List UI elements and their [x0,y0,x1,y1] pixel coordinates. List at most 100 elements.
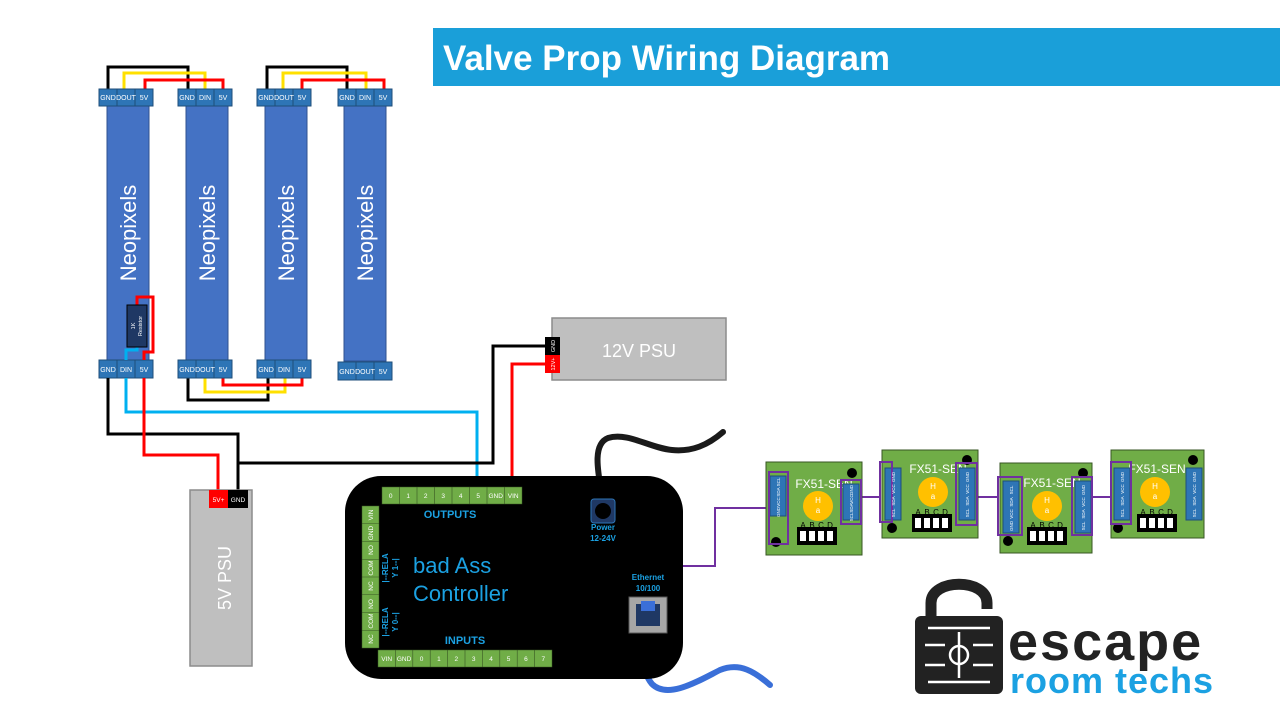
output-pin: 1 [406,493,410,500]
sensor-pin: SDA [849,503,854,512]
power-voltage: 12-24V [590,534,616,543]
sensor-wires [683,496,1111,567]
sensor-pin: SDA [1081,509,1086,518]
pin-label: DIN [120,367,132,374]
dip-label: B [924,508,929,517]
bottom-wires [186,378,304,402]
logo-line1: escape [1008,612,1203,672]
sensor-pin: VCC [1081,497,1086,507]
psu-12v-label: 12V PSU [602,341,676,361]
wire-black-bottom-1 [186,378,270,402]
pin-label: GND [258,367,274,374]
controller: 0 1 2 3 4 5 GND VIN OUTPUTS VIN GND NO C… [345,476,683,679]
strip-2: Neopixels [185,104,229,362]
dip-switches [1030,531,1063,541]
output-pin: 2 [424,493,428,500]
dip-label: B [1039,521,1044,530]
relay-1-label: |--RELA [381,553,390,583]
pin-label: DOUT [195,367,216,374]
dip-label: B [809,521,814,530]
pin-label: GND [100,367,116,374]
sensor-pin: VCC [965,484,970,494]
output-pin-dividers [399,487,505,504]
side-pin: NC [368,581,375,591]
pin-label: 5V+ [213,497,225,504]
ethernet-label: Ethernet [632,573,665,582]
input-pin: 5 [507,656,511,663]
sensor-pin: GND [1192,471,1197,482]
input-terminals: VIN GND 0 1 2 3 4 5 6 7 [377,649,553,668]
side-pin: NO [368,545,375,555]
dip-labels: A B C D [1140,508,1173,517]
dip-labels: A B C D [915,508,948,517]
sensor-label: FX51-SEN [1023,476,1080,490]
sensor-pin: VCC [1120,484,1125,494]
sensor-right-pins: GND VCC SDA SCL [849,484,854,521]
psu-5v-label: 5V PSU [215,546,235,610]
chip-label: a [1045,506,1050,515]
strip-label: Neopixels [195,185,220,282]
pin-label: 5V [140,367,149,374]
sensor-pin: VCC [776,497,781,507]
sensor-pin: SCL [849,512,854,521]
sensor-pin: SCL [891,508,896,517]
controller-name-line1: bad Ass [413,553,491,578]
sensor-board-1: FX51-SEN H a A B C D SCL SDA VCC GND GND… [765,461,863,556]
inputs-label: INPUTS [445,635,485,647]
strip-4: Neopixels [343,104,387,362]
pin-label: 5V [379,95,388,102]
sensor-pin: SCL [1009,485,1014,494]
pin-label: 5V [379,369,388,376]
strip-1-bottom-connector: GND DIN 5V [98,359,154,379]
side-pin-dividers [362,523,379,631]
page-title: Valve Prop Wiring Diagram [443,39,891,78]
dip-label: A [800,521,806,530]
sensor-pin: SCL [1192,508,1197,517]
sensor-pin: GND [849,484,854,495]
pin-label: DOUT [274,95,295,102]
sensor-pin: SCL [1120,508,1125,517]
logo-line2: room techs [1010,660,1214,701]
dip-label: C [933,508,939,517]
relay-labels: |--RELA Y 1--| |--RELA Y 0--| [381,553,400,637]
dip-label: A [1140,508,1146,517]
pin-label: GND [100,95,116,102]
padlock-icon [915,578,1003,694]
power-cable [594,429,726,506]
side-pin: COM [368,560,375,575]
pin-label: DOUT [355,369,376,376]
dip-switches [1140,518,1173,528]
resistor: 1K Resistor [124,295,155,360]
sensor-left-pins: GND VCC SDA SCL [891,471,896,517]
pin-label: GND [258,95,274,102]
side-terminals: VIN GND NO COM NC NO COM NC [361,505,380,649]
wire-red-top-1 [143,78,225,90]
sensor-left-pins: SCL SDA VCC GND [1009,485,1014,531]
sensor-right-pins: GND VCC SDA SCL [965,471,970,517]
dip-label: B [1149,508,1154,517]
pin-label: GND [179,367,195,374]
sensor-left-pins: GND VCC SDA SCL [1120,471,1125,517]
pin-label: GND [551,340,557,352]
power-label: Power [591,523,615,532]
sensor-board-4: FX51-SEN H a A B C D GND VCC SDA SCL GND… [1110,449,1205,539]
wire-red-resistor [135,295,155,360]
output-pin: VIN [508,493,519,500]
sensor-pin: SCL [776,477,781,486]
pin-label: 12V+ [551,358,557,371]
wire-red-top-2 [300,78,386,90]
input-pin: 0 [420,656,424,663]
output-pin: 5 [476,493,480,500]
dip-label: A [1030,521,1036,530]
sensor-pin: GND [891,471,896,482]
ethernet-port [628,596,668,634]
relay-0-label: Y 0--| [391,612,400,631]
pin-label: DOUT [116,95,137,102]
sensor-pin: GND [1081,484,1086,495]
input-pin: 4 [489,656,493,663]
dip-label: D [827,521,833,530]
sensor-label: FX51-SEN [909,462,966,476]
input-pin: 1 [437,656,441,663]
main-wires [106,344,547,492]
